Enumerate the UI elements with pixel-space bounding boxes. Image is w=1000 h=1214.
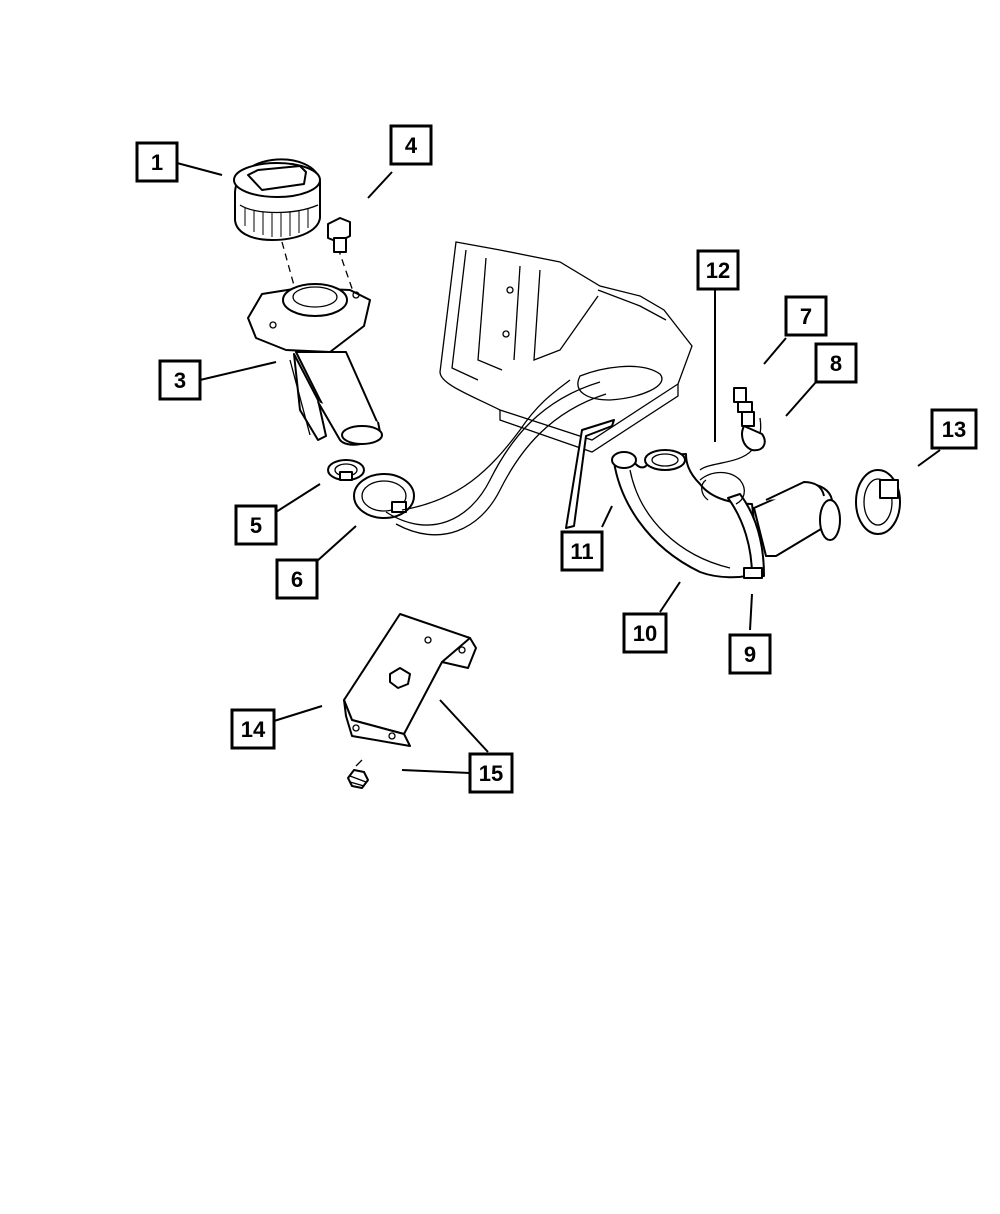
callout-number: 14 — [241, 717, 266, 742]
callout-box — [560, 530, 604, 572]
callout-number: 1 — [151, 150, 163, 175]
callout-box — [275, 558, 319, 600]
callout-box — [468, 752, 514, 794]
fuel-cap[interactable] — [233, 158, 321, 241]
callout-13: 13 — [930, 408, 978, 450]
callout-12: 12 — [696, 249, 740, 291]
callout-number: 9 — [744, 642, 756, 667]
callout-box — [389, 124, 433, 166]
callout-7: 7 — [784, 295, 828, 337]
vent-line[interactable] — [699, 387, 766, 471]
vent-tube-assembly — [699, 471, 841, 557]
callout-box — [728, 633, 772, 675]
heat-shield[interactable] — [343, 613, 477, 747]
callout-3: 3 — [158, 359, 202, 401]
fuel-tank-outline — [439, 241, 693, 453]
callout-number: 15 — [479, 761, 503, 786]
callout-4: 4 — [389, 124, 433, 166]
mounting-bolt[interactable] — [327, 217, 351, 253]
callout-box — [158, 359, 202, 401]
callout-number: 3 — [174, 368, 186, 393]
callout-number: 13 — [942, 417, 966, 442]
leader-lines — [176, 162, 941, 774]
callout-box — [135, 141, 179, 183]
callout-number: 7 — [800, 304, 812, 329]
callout-box — [696, 249, 740, 291]
callout-number: 8 — [830, 351, 842, 376]
callout-box — [784, 295, 828, 337]
callout-14: 14 — [230, 708, 276, 750]
hose-clamp-13[interactable] — [855, 469, 901, 535]
callout-8: 8 — [814, 342, 858, 384]
vent-hoses — [385, 379, 607, 536]
small-hose-clamp[interactable] — [327, 459, 365, 481]
callout-number: 4 — [405, 133, 418, 158]
callout-box — [930, 408, 978, 450]
large-hose-clamp[interactable] — [353, 473, 415, 519]
shield-screw[interactable] — [347, 759, 369, 789]
callout-number: 10 — [633, 621, 657, 646]
callout-box — [234, 504, 278, 546]
callout-11: 11 — [560, 530, 604, 572]
callout-box — [814, 342, 858, 384]
hose-clamp-9[interactable] — [727, 493, 765, 579]
callout-6: 6 — [275, 558, 319, 600]
callout-number: 5 — [250, 513, 262, 538]
callout-9: 9 — [728, 633, 772, 675]
callout-10: 10 — [622, 612, 668, 654]
callout-15: 15 — [468, 752, 514, 794]
tank-strap[interactable] — [565, 419, 615, 529]
callout-number: 12 — [706, 258, 730, 283]
callout-5: 5 — [234, 504, 278, 546]
callout-box — [230, 708, 276, 750]
callout-1: 1 — [135, 141, 179, 183]
callout-number: 11 — [570, 539, 593, 564]
callout-number: 6 — [291, 567, 303, 592]
callout-box — [622, 612, 668, 654]
filler-neck[interactable] — [247, 283, 383, 446]
